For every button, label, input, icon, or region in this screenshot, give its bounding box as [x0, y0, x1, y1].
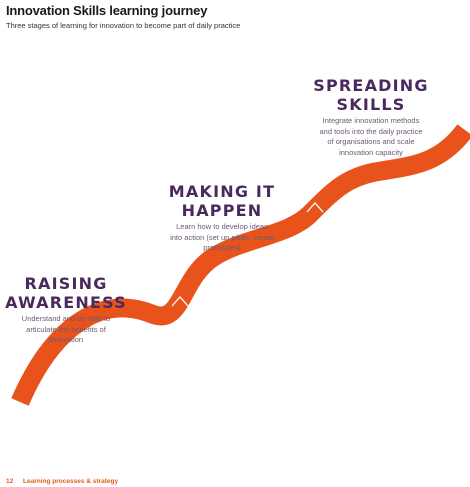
stage-heading: MAKING IT HAPPEN [152, 182, 292, 220]
stage-marker-3 [306, 202, 324, 213]
desc-line: and tools into the daily practice [319, 126, 423, 136]
page-subtitle: Three stages of learning for innovation … [6, 21, 241, 30]
stage-heading: RAISING AWARENESS [4, 274, 128, 312]
stage-heading-line: AWARENESS [5, 293, 127, 312]
desc-line: innovation capacity [339, 147, 403, 157]
stage-spreading-skills: SPREADING SKILLS Integrate innovation me… [298, 76, 444, 158]
stage-heading-line: HAPPEN [181, 201, 263, 220]
stage-description: Integrate innovation methods and tools i… [298, 116, 444, 158]
stage-heading-line: SKILLS [336, 95, 406, 114]
stage-marker-2 [171, 296, 189, 307]
stage-making-it-happen: MAKING IT HAPPEN Learn how to develop id… [152, 182, 292, 254]
page-title: Innovation Skills learning journey [6, 3, 208, 18]
desc-line: Understand and be able to [21, 314, 111, 323]
stage-description: Understand and be able to articulate the… [4, 314, 128, 346]
desc-line: Learn how to develop ideas [176, 222, 268, 231]
desc-line: articulate the benefits of [26, 324, 106, 334]
stage-description: Learn how to develop ideas into action (… [152, 222, 292, 254]
page-number: 12 [6, 478, 14, 485]
desc-line: prototypes) [203, 243, 241, 252]
section-name: Learning processes & strategy [23, 478, 119, 485]
desc-line: Integrate innovation methods [322, 116, 420, 125]
stage-heading-line: SPREADING [313, 76, 429, 95]
desc-line: innovation [48, 335, 84, 344]
stage-heading-line: MAKING IT [168, 182, 276, 201]
stage-heading: SPREADING SKILLS [298, 76, 444, 114]
desc-line: into action (set up pilots, create [170, 232, 274, 242]
desc-line: of organisations and scale [327, 137, 415, 146]
ribbon-path [11, 124, 470, 406]
stage-heading-line: RAISING [24, 274, 108, 293]
stage-raising-awareness: RAISING AWARENESS Understand and be able… [4, 274, 128, 346]
page-footer: 12 Learning processes & strategy [6, 478, 118, 485]
